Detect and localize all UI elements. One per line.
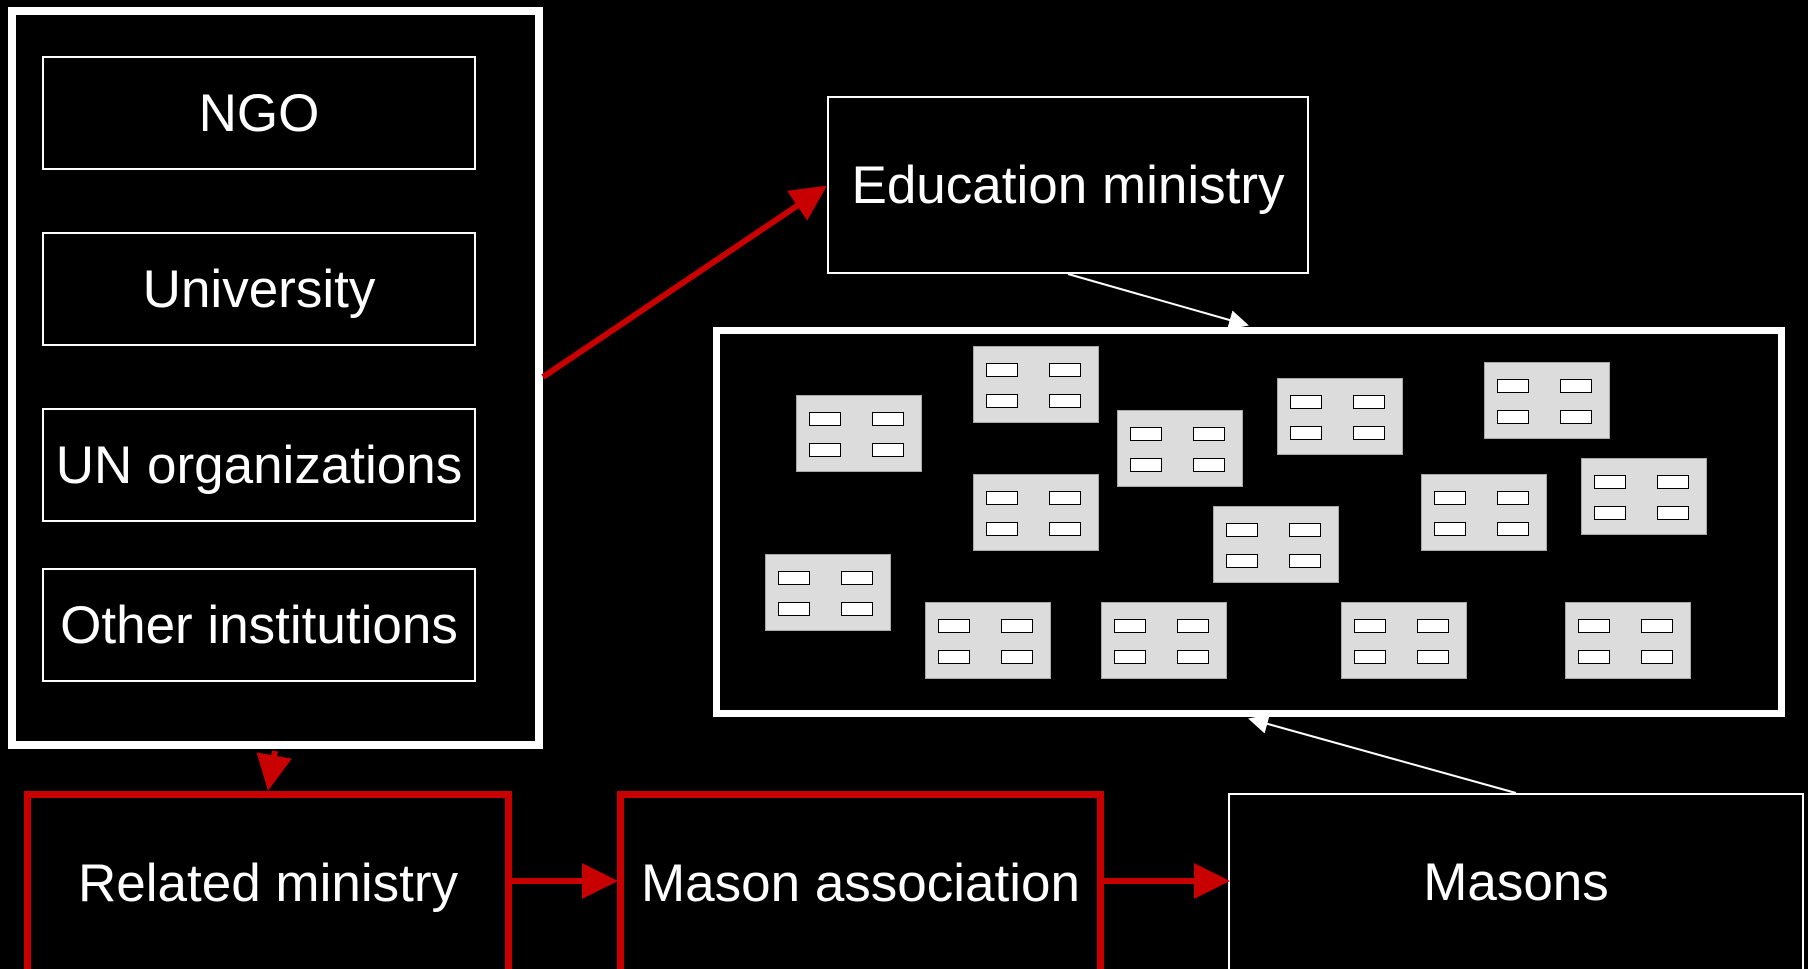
school-window [986, 522, 1018, 536]
school-window [1497, 491, 1529, 505]
masons-box[interactable]: Masons [1228, 793, 1804, 969]
school-window [986, 363, 1018, 377]
school-window [1434, 491, 1466, 505]
mason-association-box[interactable]: Mason association [617, 791, 1104, 969]
school-building-icon [1101, 602, 1227, 679]
school-window [1114, 650, 1146, 664]
school-window [809, 443, 841, 457]
school-building-icon [1277, 378, 1403, 455]
school-window [841, 602, 873, 616]
school-window [1641, 650, 1673, 664]
school-window [1560, 379, 1592, 393]
institutions-group [8, 7, 543, 749]
school-building-icon [796, 395, 922, 472]
mason-association-label: Mason association [641, 854, 1080, 913]
school-window [1497, 410, 1529, 424]
school-window [1226, 554, 1258, 568]
school-window [1049, 363, 1081, 377]
school-window [938, 650, 970, 664]
school-window [986, 394, 1018, 408]
school-window [1578, 619, 1610, 633]
school-window [872, 412, 904, 426]
arrow-education-ministry-to-schools [1067, 273, 1249, 330]
university-box[interactable]: University [42, 232, 476, 346]
school-window [1417, 650, 1449, 664]
un-organizations-label: UN organizations [55, 435, 463, 495]
arrow-institutions-to-related-ministry [256, 750, 292, 791]
school-window [938, 619, 970, 633]
school-building-icon [973, 474, 1099, 551]
school-window [1417, 619, 1449, 633]
school-window [1001, 650, 1033, 664]
other-institutions-label: Other institutions [60, 595, 458, 655]
school-building-icon [1341, 602, 1467, 679]
arrow-masons-to-schools [1248, 714, 1517, 794]
school-building-icon [1581, 458, 1707, 535]
school-window [1354, 619, 1386, 633]
ngo-label: NGO [198, 83, 320, 143]
school-window [778, 571, 810, 585]
school-window [1560, 410, 1592, 424]
school-window [986, 491, 1018, 505]
arrow-institutions-to-education-ministry [541, 185, 827, 380]
school-window [1657, 475, 1689, 489]
school-window [1049, 522, 1081, 536]
school-building-icon [1565, 602, 1691, 679]
related-ministry-label: Related ministry [78, 854, 458, 913]
school-window [1354, 650, 1386, 664]
un-organizations-box[interactable]: UN organizations [42, 408, 476, 522]
university-label: University [142, 259, 376, 319]
school-building-icon [1484, 362, 1610, 439]
school-building-icon [925, 602, 1051, 679]
school-window [872, 443, 904, 457]
education-ministry-box[interactable]: Education ministry [827, 96, 1309, 274]
school-window [1193, 458, 1225, 472]
school-window [1130, 458, 1162, 472]
school-window [1434, 522, 1466, 536]
school-window [1193, 427, 1225, 441]
school-window [1049, 394, 1081, 408]
other-institutions-box[interactable]: Other institutions [42, 568, 476, 682]
school-building-icon [973, 346, 1099, 423]
masons-label: Masons [1423, 852, 1609, 912]
school-window [1578, 650, 1610, 664]
school-window [1177, 650, 1209, 664]
school-building-icon [1117, 410, 1243, 487]
school-window [778, 602, 810, 616]
school-window [1497, 522, 1529, 536]
school-window [1001, 619, 1033, 633]
school-window [1290, 395, 1322, 409]
related-ministry-box[interactable]: Related ministry [24, 791, 512, 969]
school-window [1353, 395, 1385, 409]
school-window [1289, 523, 1321, 537]
school-building-icon [1421, 474, 1547, 551]
school-window [1226, 523, 1258, 537]
schools-container [713, 327, 1785, 717]
school-window [1594, 506, 1626, 520]
school-window [809, 412, 841, 426]
school-window [841, 571, 873, 585]
school-window [1177, 619, 1209, 633]
school-window [1353, 426, 1385, 440]
ngo-box[interactable]: NGO [42, 56, 476, 170]
school-window [1641, 619, 1673, 633]
school-building-icon [765, 554, 891, 631]
school-window [1114, 619, 1146, 633]
school-window [1290, 426, 1322, 440]
school-window [1289, 554, 1321, 568]
school-window [1497, 379, 1529, 393]
school-window [1049, 491, 1081, 505]
education-ministry-label: Education ministry [851, 155, 1285, 215]
school-building-icon [1213, 506, 1339, 583]
school-window [1594, 475, 1626, 489]
school-window [1657, 506, 1689, 520]
school-window [1130, 427, 1162, 441]
